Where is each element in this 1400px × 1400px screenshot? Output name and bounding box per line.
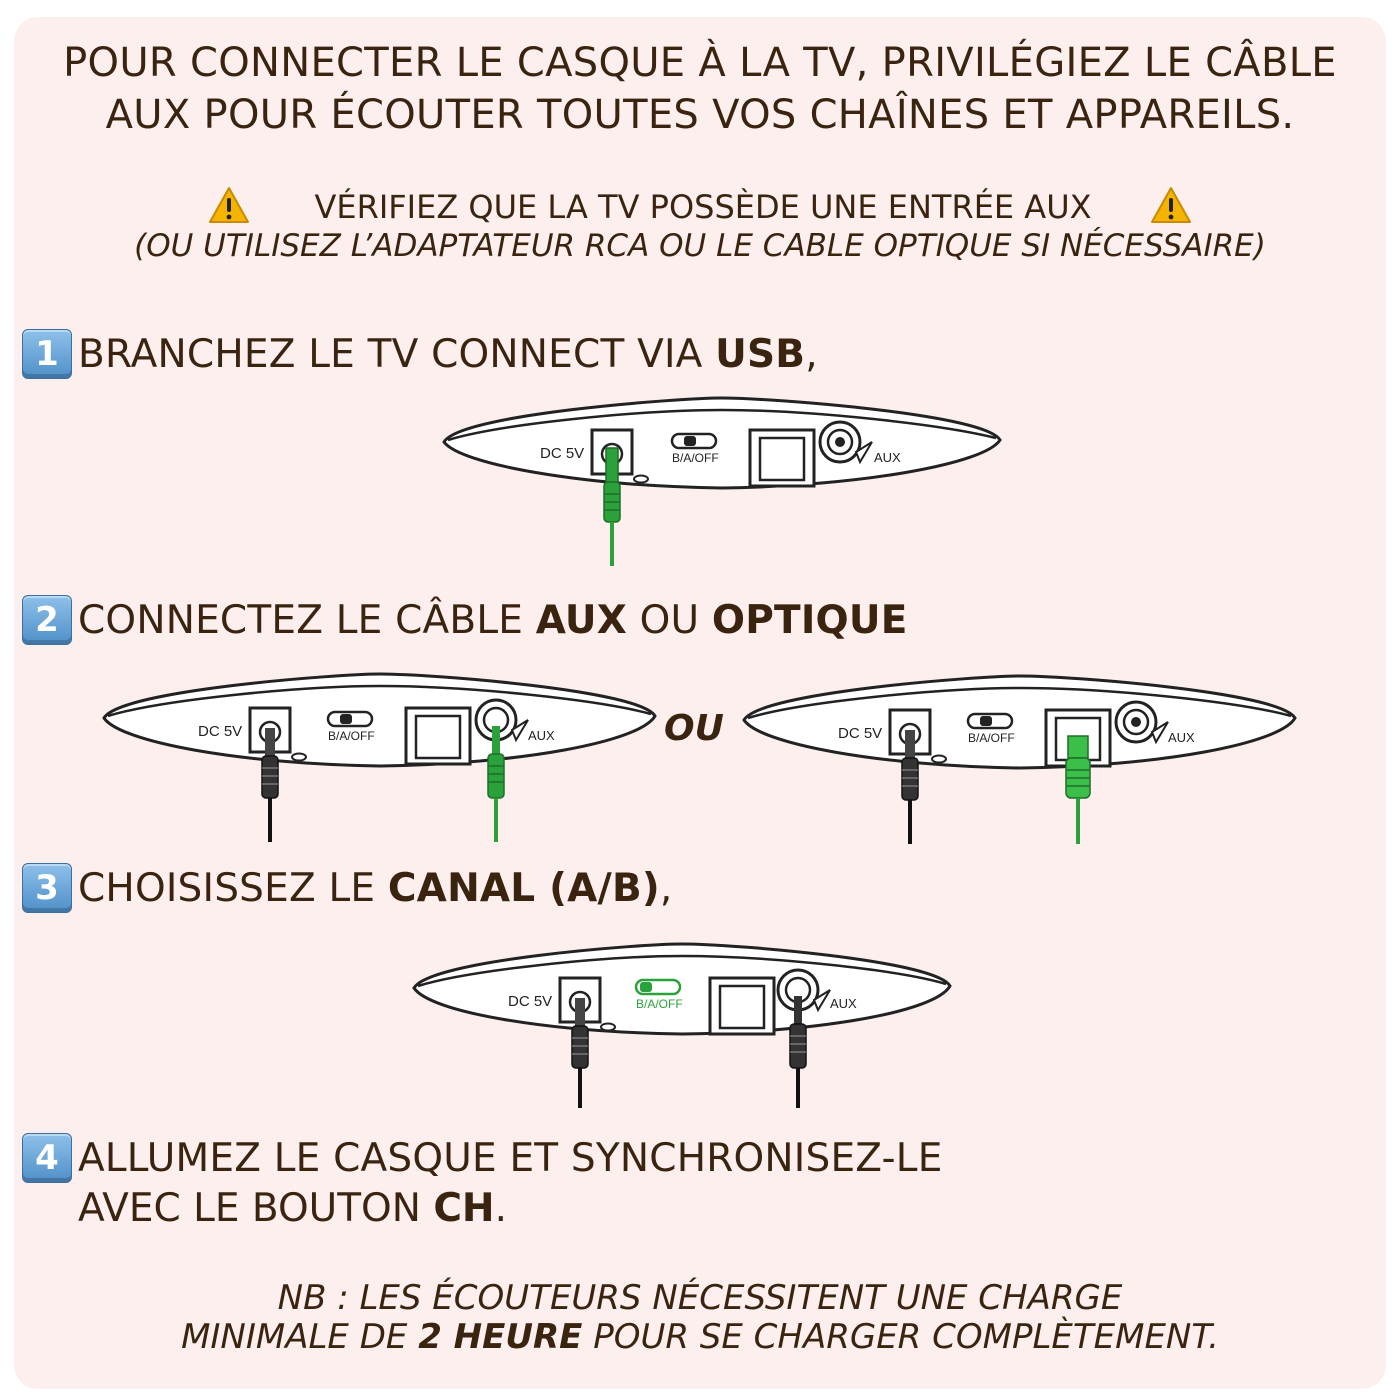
device-diagram-channel: DC 5V B/A/OFF AUX <box>412 942 952 1108</box>
footnote-bold: 2 HEURE <box>418 1317 583 1357</box>
step-3: 3 CHOISISSEZ LE CANAL (A/B), <box>22 862 673 914</box>
svg-text:DC 5V: DC 5V <box>838 725 882 742</box>
warning-text: VÉRIFIEZ QUE LA TV POSSÈDE UNE ENTRÉE AU… <box>314 188 1092 226</box>
aux-label: AUX <box>874 450 901 465</box>
keycap-3-icon: 3 <box>22 863 72 913</box>
svg-text:B/A/OFF: B/A/OFF <box>968 731 1015 745</box>
svg-text:B/A/OFF: B/A/OFF <box>636 997 683 1011</box>
step-4-text: ALLUMEZ LE CASQUE ET SYNCHRONISEZ-LE <box>78 1135 943 1181</box>
svg-text:AUX: AUX <box>1168 730 1195 745</box>
svg-text:DC 5V: DC 5V <box>198 723 242 740</box>
step-2-bold-optique: OPTIQUE <box>711 597 908 643</box>
aux-cable-black <box>789 996 807 1108</box>
footnote-line-2: MINIMALE DE 2 HEURE POUR SE CHARGER COMP… <box>181 1317 1219 1357</box>
usb-cable <box>603 447 621 566</box>
step-2-bold-aux: AUX <box>535 597 628 643</box>
black-cable <box>261 728 279 842</box>
dc-label: DC 5V <box>540 445 584 462</box>
or-label: OU <box>664 708 724 749</box>
keycap-2-icon: 2 <box>22 595 72 645</box>
black-cable <box>571 998 589 1108</box>
step-2: 2 CONNECTEZ LE CÂBLE AUX OU OPTIQUE <box>22 594 908 646</box>
warning-icon <box>1150 186 1192 232</box>
keycap-1-icon: 1 <box>22 329 72 379</box>
svg-text:AUX: AUX <box>830 996 857 1011</box>
step-4-bold: CH <box>433 1186 495 1231</box>
optical-cable-green <box>1065 735 1091 844</box>
svg-text:B/A/OFF: B/A/OFF <box>328 729 375 743</box>
warning-note: (OU UTILISEZ L’ADAPTATEUR RCA OU LE CABL… <box>134 228 1266 264</box>
svg-text:DC 5V: DC 5V <box>508 993 552 1010</box>
step-1: 1 BRANCHEZ LE TV CONNECT VIA USB, <box>22 328 818 380</box>
step-3-text: CHOISISSEZ LE <box>78 865 388 911</box>
device-diagram-usb: DC 5V B/A/OFF AUX <box>442 396 1002 566</box>
step-1-bold: USB <box>715 331 806 377</box>
step-2-text: CONNECTEZ LE CÂBLE <box>78 597 536 643</box>
warning-icon <box>208 186 250 232</box>
device-diagram-aux: DC 5V B/A/OFF AUX <box>102 672 657 842</box>
step-1-text: BRANCHEZ LE TV CONNECT VIA <box>78 331 716 377</box>
title-line-1: POUR CONNECTER LE CASQUE À LA TV, PRIVIL… <box>63 40 1337 86</box>
svg-text:AUX: AUX <box>528 728 555 743</box>
step-3-bold: CANAL (A/B) <box>387 865 660 911</box>
aux-cable-green <box>487 726 505 842</box>
step-4: 4 ALLUMEZ LE CASQUE ET SYNCHRONISEZ-LE <box>22 1132 943 1184</box>
title-line-2: AUX POUR ÉCOUTER TOUTES VOS CHAÎNES ET A… <box>105 92 1295 138</box>
device-diagram-optical: DC 5V B/A/OFF AUX <box>742 674 1297 844</box>
footnote-line-1: NB : LES ÉCOUTEURS NÉCESSITENT UNE CHARG… <box>277 1278 1123 1318</box>
black-cable <box>901 730 919 844</box>
keycap-4-icon: 4 <box>22 1133 72 1183</box>
warning-row: VÉRIFIEZ QUE LA TV POSSÈDE UNE ENTRÉE AU… <box>0 186 1400 232</box>
step-4-line-2: AVEC LE BOUTON CH. <box>78 1186 507 1231</box>
switch-label: B/A/OFF <box>672 451 719 465</box>
